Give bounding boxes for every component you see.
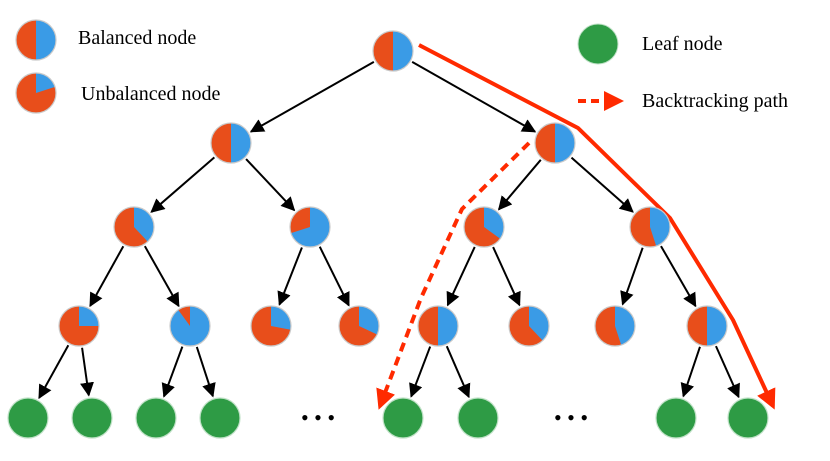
balanced-pie [15,19,57,61]
leaf-node [199,397,241,439]
edge-l1-l2-2 [497,159,542,211]
leaf-node [457,397,499,439]
edge-l2-l3-6 [620,247,644,306]
level3-node [338,305,380,347]
backtracking-path-label: Backtracking path [642,90,788,112]
edge-l2-l3-7 [660,245,697,308]
tree-edges [38,60,740,400]
level3-node [508,305,550,347]
leaf-node-icon [577,23,619,65]
edge-root-l1-1 [411,60,537,133]
edge-l3-leaf-6 [680,346,701,398]
edge-l1-l2-0 [150,156,216,213]
edge-l3-leaf-2 [161,346,184,398]
leaf-nodes [7,397,769,439]
edge-l3-leaf-3 [195,346,216,398]
leaf-node [655,397,697,439]
level1-node [210,122,252,164]
level1-node [534,122,576,164]
edge-l3-leaf-0 [38,344,70,400]
edge-l3-leaf-5 [445,345,471,399]
level2-node [463,206,505,248]
edge-l2-l3-3 [318,246,350,307]
edge-l2-l3-1 [143,245,180,308]
edge-l3-leaf-4 [409,346,432,398]
leaf-node [382,397,424,439]
edge-l1-l2-1 [245,158,296,212]
edge-l3-leaf-7 [715,345,740,399]
edge-l2-l3-0 [89,245,125,308]
edge-root-l1-0 [249,60,375,133]
balanced-node-icon [15,19,57,61]
edge-l2-l3-4 [446,246,476,307]
leaf-node [71,397,113,439]
level2-node [629,206,671,248]
backtracking-paths [376,43,776,410]
ellipsis-right: • • • [554,405,588,430]
balanced-node-label: Balanced node [78,27,196,49]
leaf-node [727,397,769,439]
tree-nodes [58,30,728,347]
leaf-node-label: Leaf node [642,33,723,55]
ellipsis-left: • • • [301,405,335,430]
unbalanced-pie [15,72,57,114]
backtracking-path-solid [418,43,776,410]
backtracking-path-dashed [376,141,531,410]
unbalanced-node-label: Unbalanced node [81,83,221,105]
level2-node [113,206,155,248]
root-node [372,30,414,72]
level3-node [169,305,211,347]
level3-node [58,305,100,347]
level3-node [417,305,459,347]
edge-l2-l3-5 [492,246,521,307]
legend: Balanced node Unbalanced node Leaf node … [15,19,788,114]
level2-node [289,206,331,248]
level3-node [250,305,292,347]
level3-node [686,305,728,347]
unbalanced-node-icon [15,72,57,114]
edge-l2-l3-2 [277,247,303,306]
leaf-node [7,397,49,439]
edge-l1-l2-3 [570,156,634,213]
leaf-node [135,397,177,439]
edge-l3-leaf-1 [80,347,94,397]
level3-node [594,305,636,347]
